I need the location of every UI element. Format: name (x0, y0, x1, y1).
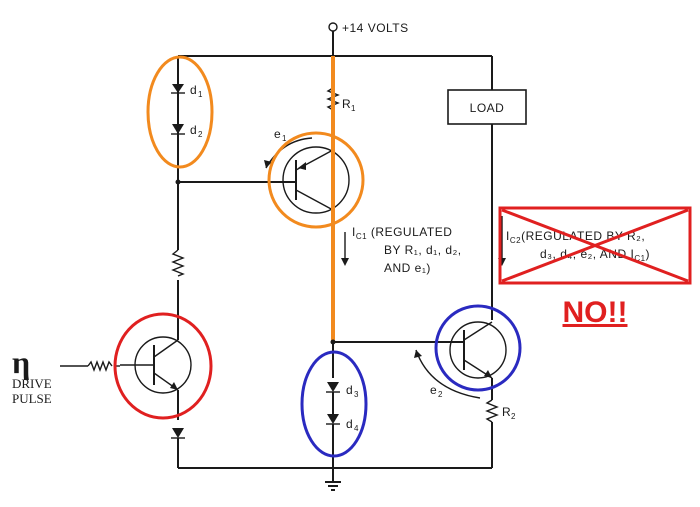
svg-text:AND e₁): AND e₁) (384, 261, 431, 275)
load-box: LOAD (447, 89, 527, 125)
cross-line (501, 208, 689, 283)
svg-text:1: 1 (282, 134, 287, 143)
resistor-r2 (485, 399, 499, 423)
diode-d3: d 3 (326, 382, 359, 399)
drive-pulse: η DRIVE PULSE (12, 344, 52, 406)
svg-text:IC1 (REGULATED: IC1 (REGULATED (352, 225, 452, 241)
svg-text:BY R₁, d₁, d₂,: BY R₁, d₁, d₂, (384, 243, 462, 257)
rejection-box (498, 206, 692, 285)
svg-text:2: 2 (511, 412, 516, 421)
highlight-d3-d4 (300, 350, 368, 458)
e2-arc (415, 349, 481, 399)
ground-symbol (325, 481, 341, 491)
highlight-q1 (267, 131, 365, 229)
r2-label: R (502, 405, 511, 419)
drive-label: DRIVE (12, 376, 52, 391)
svg-text:1: 1 (198, 90, 203, 99)
rejection-mark: NO!! (498, 206, 692, 329)
e1-label: e (274, 127, 281, 141)
ic1-annotation: IC1 (REGULATED BY R₁, d₁, d₂, AND e₁) (352, 225, 462, 275)
rejection-label: NO!! (563, 296, 628, 329)
pulse-label: PULSE (12, 391, 52, 406)
e2-label: e (430, 383, 437, 397)
highlight-d1-d2 (146, 55, 214, 169)
r1-label: R (342, 97, 351, 111)
pulse-symbol: η (12, 344, 30, 380)
supply-terminal: +14 VOLTS (328, 21, 409, 35)
diode-d2: d 2 (171, 123, 203, 139)
svg-text:4: 4 (354, 424, 359, 433)
highlight-q3 (113, 312, 213, 420)
resistor-r1 (326, 87, 340, 111)
svg-text:2: 2 (438, 390, 443, 399)
diode-d1: d 1 (171, 83, 203, 99)
d4-label: d (346, 417, 353, 431)
diode-left-bottom (171, 428, 185, 439)
svg-text:3: 3 (354, 390, 359, 399)
d1-label: d (190, 83, 197, 97)
load-label: LOAD (470, 101, 505, 115)
transistor-q3 (120, 336, 192, 394)
svg-text:2: 2 (198, 130, 203, 139)
bias-resistor (171, 249, 185, 277)
highlight-q2 (434, 304, 522, 392)
d3-label: d (346, 383, 353, 397)
transistor-q2 (449, 321, 507, 379)
supply-label: +14 VOLTS (342, 21, 409, 35)
svg-text:1: 1 (351, 104, 356, 113)
diode-d4: d 4 (326, 414, 359, 433)
d2-label: d (190, 123, 197, 137)
drive-resistor (87, 360, 113, 372)
